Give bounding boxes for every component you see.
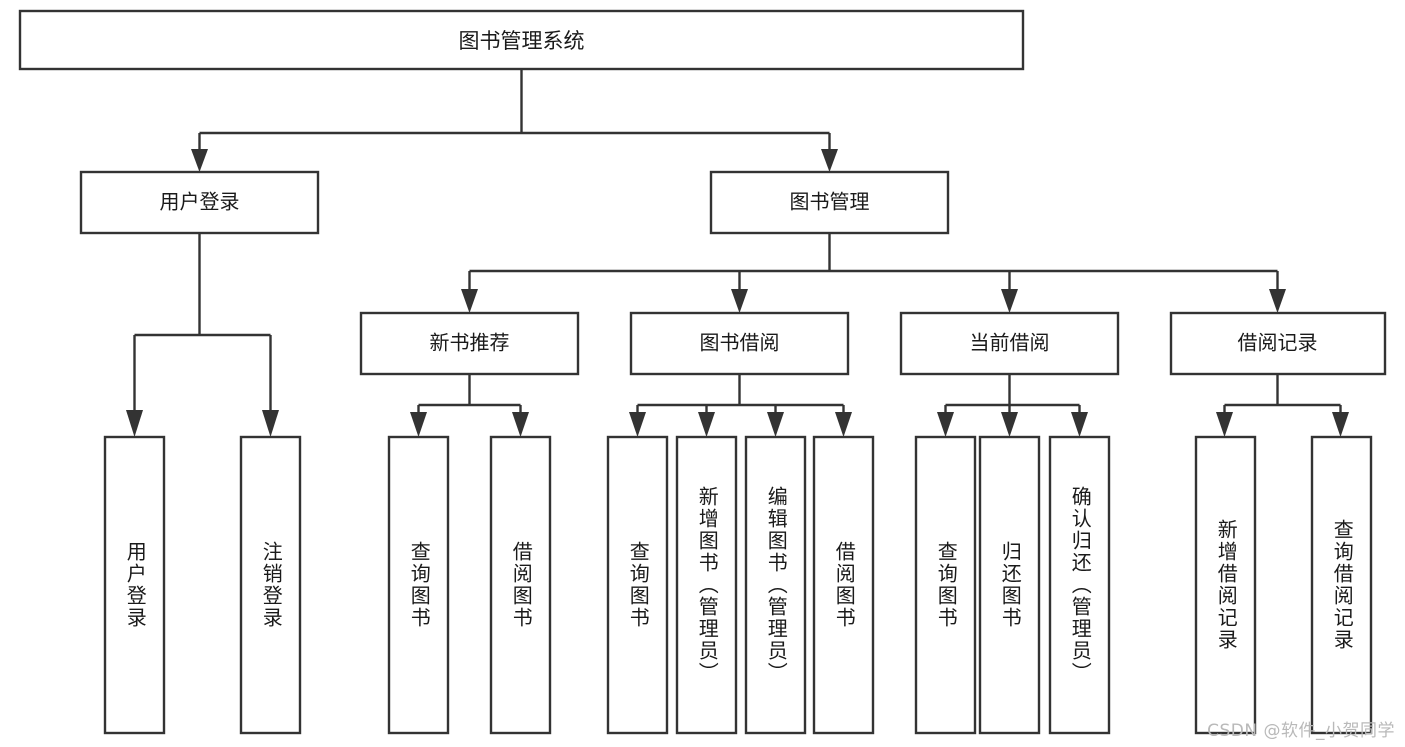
arrow-head-borrow-record: [1269, 289, 1286, 313]
node-book-manage-label: 图书管理: [790, 190, 870, 214]
node-borrow-record-label: 借阅记录: [1238, 331, 1318, 355]
node-leaf-user-login[interactable]: [103, 435, 166, 735]
node-leaf-borrow-book-rec[interactable]: [489, 435, 552, 735]
arrow-head-book-manage: [821, 149, 838, 172]
arrow-head-current-borrow: [1001, 289, 1018, 313]
arrow-head-leaf-query-book-borrow: [629, 412, 646, 437]
arrow-head-leaf-query-book-rec: [410, 412, 427, 437]
arrow-head-leaf-add-record: [1216, 412, 1233, 437]
node-leaf-query-book-borrow[interactable]: [606, 435, 669, 735]
node-leaf-query-book-rec[interactable]: [387, 435, 450, 735]
node-layer: 图书管理系统 用户登录 图书管理 新书推荐 图书借阅 当前借阅 借阅记录: [18, 9, 1387, 735]
arrow-head-leaf-user-login: [126, 410, 143, 437]
node-book-manage[interactable]: [709, 170, 950, 235]
node-current-borrow[interactable]: [899, 311, 1120, 376]
watermark-text: CSDN @软件_小贺同学: [1207, 721, 1395, 741]
node-root-label: 图书管理系统: [459, 29, 585, 53]
node-borrow-record[interactable]: [1169, 311, 1387, 376]
arrow-head-user-login: [191, 149, 208, 172]
node-current-borrow-label: 当前借阅: [970, 331, 1050, 355]
arrow-head-new-book-recommend: [461, 289, 478, 313]
node-book-borrow[interactable]: [629, 311, 850, 376]
arrow-head-leaf-edit-book: [767, 412, 784, 437]
arrow-head-leaf-add-book: [698, 412, 715, 437]
arrow-head-book-borrow: [731, 289, 748, 313]
node-leaf-edit-book[interactable]: [744, 435, 807, 735]
node-user-login[interactable]: [79, 170, 320, 235]
arrow-head-leaf-borrow-book-rec: [512, 412, 529, 437]
node-user-login-label: 用户登录: [160, 190, 240, 214]
arrow-head-leaf-return-book: [1001, 412, 1018, 437]
node-new-book-recommend-label: 新书推荐: [430, 331, 510, 355]
arrow-head-leaf-borrow-book: [835, 412, 852, 437]
arrow-head-leaf-query-record: [1332, 412, 1349, 437]
node-leaf-confirm-return[interactable]: [1048, 435, 1111, 735]
node-leaf-add-book[interactable]: [675, 435, 738, 735]
connector-layer: [126, 69, 1349, 437]
node-book-borrow-label: 图书借阅: [700, 331, 780, 355]
node-leaf-query-book-current[interactable]: [914, 435, 977, 735]
node-leaf-add-record[interactable]: [1194, 435, 1257, 735]
arrow-head-leaf-user-logout: [262, 410, 279, 437]
arrow-head-leaf-query-book-current: [937, 412, 954, 437]
node-leaf-query-record[interactable]: [1310, 435, 1373, 735]
node-leaf-return-book[interactable]: [978, 435, 1041, 735]
arrow-head-leaf-confirm-return: [1071, 412, 1088, 437]
node-new-book-recommend[interactable]: [359, 311, 580, 376]
node-leaf-borrow-book[interactable]: [812, 435, 875, 735]
node-leaf-user-logout[interactable]: [239, 435, 302, 735]
node-root[interactable]: [18, 9, 1025, 71]
